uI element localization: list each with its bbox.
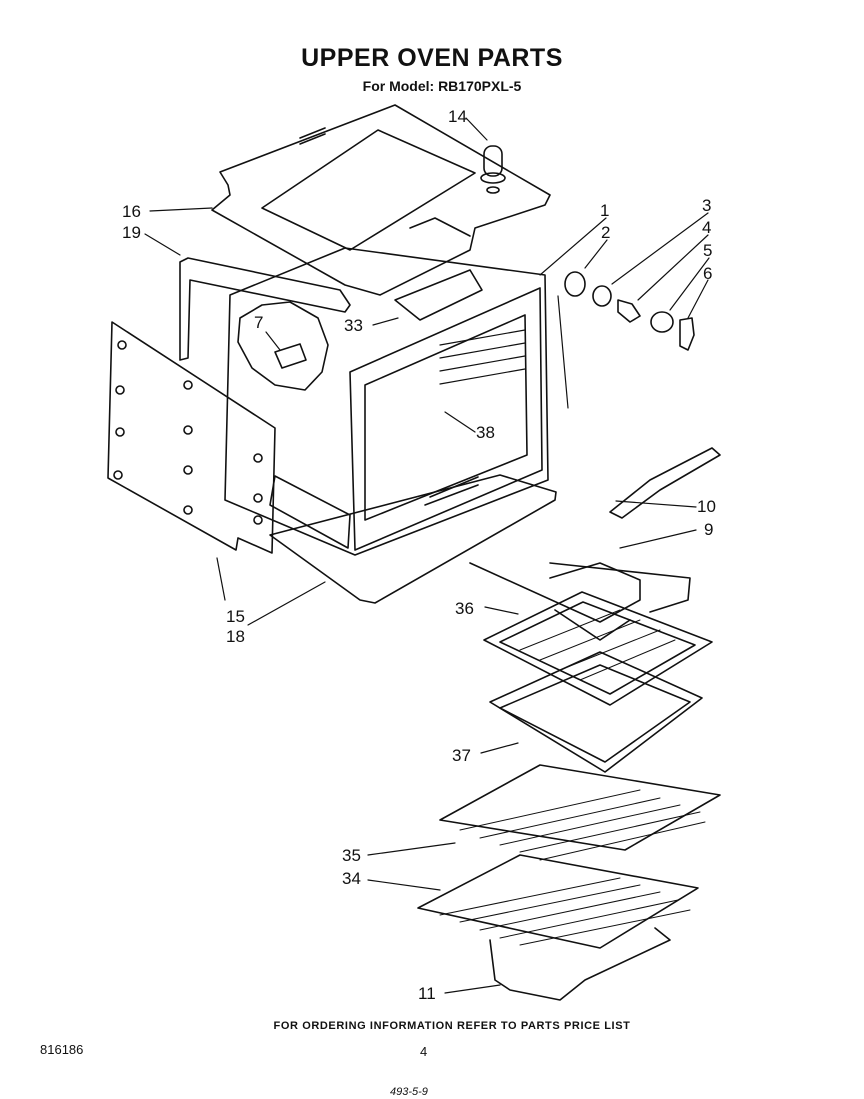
callout-14: 14 — [448, 107, 467, 126]
ordering-note: FOR ORDERING INFORMATION REFER TO PARTS … — [273, 1020, 631, 1032]
callout-37: 37 — [452, 746, 471, 765]
page-title: UPPER OVEN PARTS — [301, 44, 563, 72]
model-subtitle: For Model: RB170PXL-5 — [362, 78, 522, 94]
callout-18: 18 — [226, 627, 245, 646]
callout-11: 11 — [418, 984, 436, 1003]
callout-15: 15 — [226, 607, 245, 626]
callout-5: 5 — [703, 241, 712, 260]
callout-2: 2 — [601, 223, 610, 242]
document-number: 816186 — [40, 1042, 84, 1057]
broil-pan-grid — [483, 591, 713, 706]
callout-labels: 1 2 3 4 5 6 7 9 10 11 14 15 16 18 19 33 … — [122, 107, 716, 1003]
side-panel — [107, 321, 276, 554]
callout-33: 33 — [344, 316, 363, 335]
callout-34: 34 — [342, 869, 361, 888]
leader-lines — [144, 117, 710, 994]
callout-9: 9 — [704, 520, 713, 539]
callout-1: 1 — [600, 201, 609, 220]
terminal-block-7 — [274, 343, 307, 369]
callout-16: 16 — [122, 202, 141, 221]
callout-36: 36 — [455, 599, 474, 618]
oven-rack-upper — [439, 764, 721, 861]
sensor-bulb — [480, 145, 506, 194]
broil-element — [489, 927, 671, 1001]
light-assembly — [557, 271, 695, 409]
callout-3: 3 — [702, 196, 711, 215]
oven-rack-lower — [417, 854, 699, 949]
page-number: 4 — [420, 1044, 428, 1059]
callout-35: 35 — [342, 846, 361, 865]
bottom-panel — [269, 474, 557, 604]
broiler-pan — [489, 651, 703, 773]
top-panel — [211, 104, 551, 321]
callout-10: 10 — [697, 497, 716, 516]
bracket-33 — [394, 269, 483, 321]
callout-38: 38 — [476, 423, 495, 442]
handwritten-stamp: 493-5-9 — [390, 1086, 428, 1098]
heat-shield — [609, 447, 721, 519]
callout-4: 4 — [702, 218, 711, 237]
insulation-cutaway — [237, 301, 329, 391]
oven-cavity — [224, 247, 549, 556]
callout-19: 19 — [122, 223, 141, 242]
callout-6: 6 — [703, 264, 712, 283]
bake-element — [469, 562, 691, 641]
callout-7: 7 — [254, 313, 263, 332]
vent-tube — [179, 257, 351, 361]
